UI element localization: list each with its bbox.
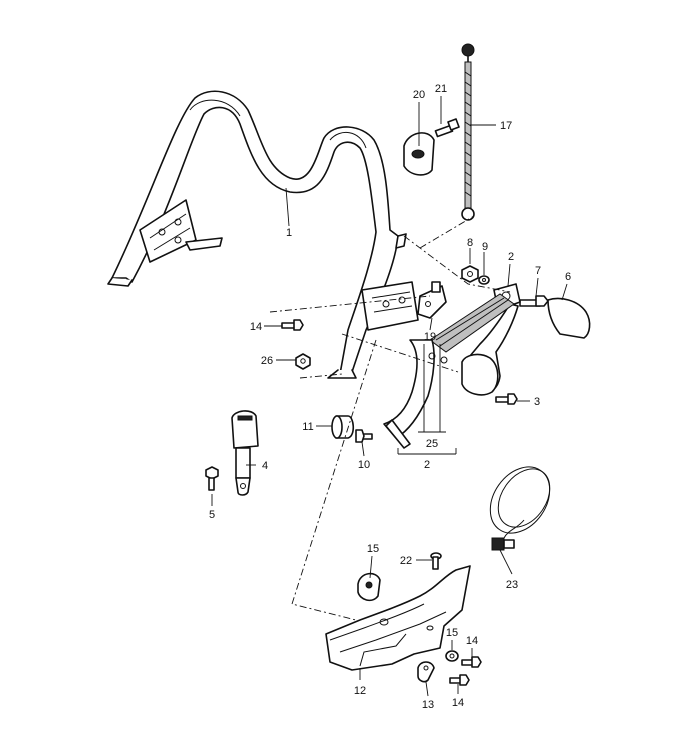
nut-26 [295, 353, 311, 370]
callout-13: 13 [422, 699, 434, 711]
bolt-14-lower [449, 674, 470, 686]
cover-6 [547, 297, 591, 339]
bolt-3 [495, 393, 518, 405]
callout-11: 11 [302, 421, 313, 433]
callout-7: 7 [535, 265, 541, 277]
callout-9: 9 [482, 241, 488, 253]
callout-10: 10 [358, 459, 370, 471]
washer-9 [478, 275, 490, 285]
callout-15-lower: 15 [446, 627, 458, 639]
callout-4: 4 [262, 460, 268, 472]
bolt-5 [205, 466, 219, 491]
callout-19: 19 [424, 331, 436, 343]
clip-13 [417, 661, 435, 683]
roll-bar-frame [107, 90, 419, 379]
spacer-11 [331, 415, 355, 439]
callout-5: 5 [209, 509, 215, 521]
washer-15-lower [445, 650, 459, 662]
callout-22: 22 [400, 555, 412, 567]
cover-cap [403, 132, 435, 176]
callout-15-upper: 15 [367, 543, 379, 555]
bolt-14-upper [281, 319, 304, 331]
bolt-10 [355, 429, 373, 443]
callout-25: 25 [426, 438, 438, 450]
callout-6: 6 [565, 271, 571, 283]
callout-26: 26 [261, 355, 273, 367]
seat-belt-buckle [231, 410, 259, 496]
nut-8 [461, 265, 479, 283]
bolt-14-mid [461, 656, 482, 668]
callout-12: 12 [354, 685, 366, 697]
assembly-lines [269, 215, 511, 621]
callout-1: 1 [286, 227, 292, 239]
callout-14-upper: 14 [250, 321, 262, 333]
screw-22 [430, 552, 442, 570]
callout-14-mid: 14 [466, 635, 478, 647]
cable-harness [489, 466, 551, 551]
bolt-7 [519, 295, 549, 307]
callout-2-lower: 2 [424, 459, 430, 471]
belt-retractor [383, 283, 521, 449]
callout-21: 21 [435, 83, 447, 95]
callout-23: 23 [506, 579, 518, 591]
screw-21 [434, 118, 460, 138]
clip-15-upper [357, 572, 381, 602]
leader-lines [211, 96, 568, 697]
callout-14-lower: 14 [452, 697, 464, 709]
bracket-19 [417, 281, 447, 319]
callout-3: 3 [534, 396, 540, 408]
callout-8: 8 [467, 237, 473, 249]
callout-labels: 1 17 20 21 8 9 2 7 6 3 19 14 26 11 10 25… [209, 83, 571, 711]
callout-17: 17 [500, 120, 512, 132]
antenna-rod [461, 43, 475, 221]
callout-20: 20 [413, 89, 425, 101]
callout-2-upper: 2 [508, 251, 514, 263]
trim-panel [325, 565, 471, 671]
